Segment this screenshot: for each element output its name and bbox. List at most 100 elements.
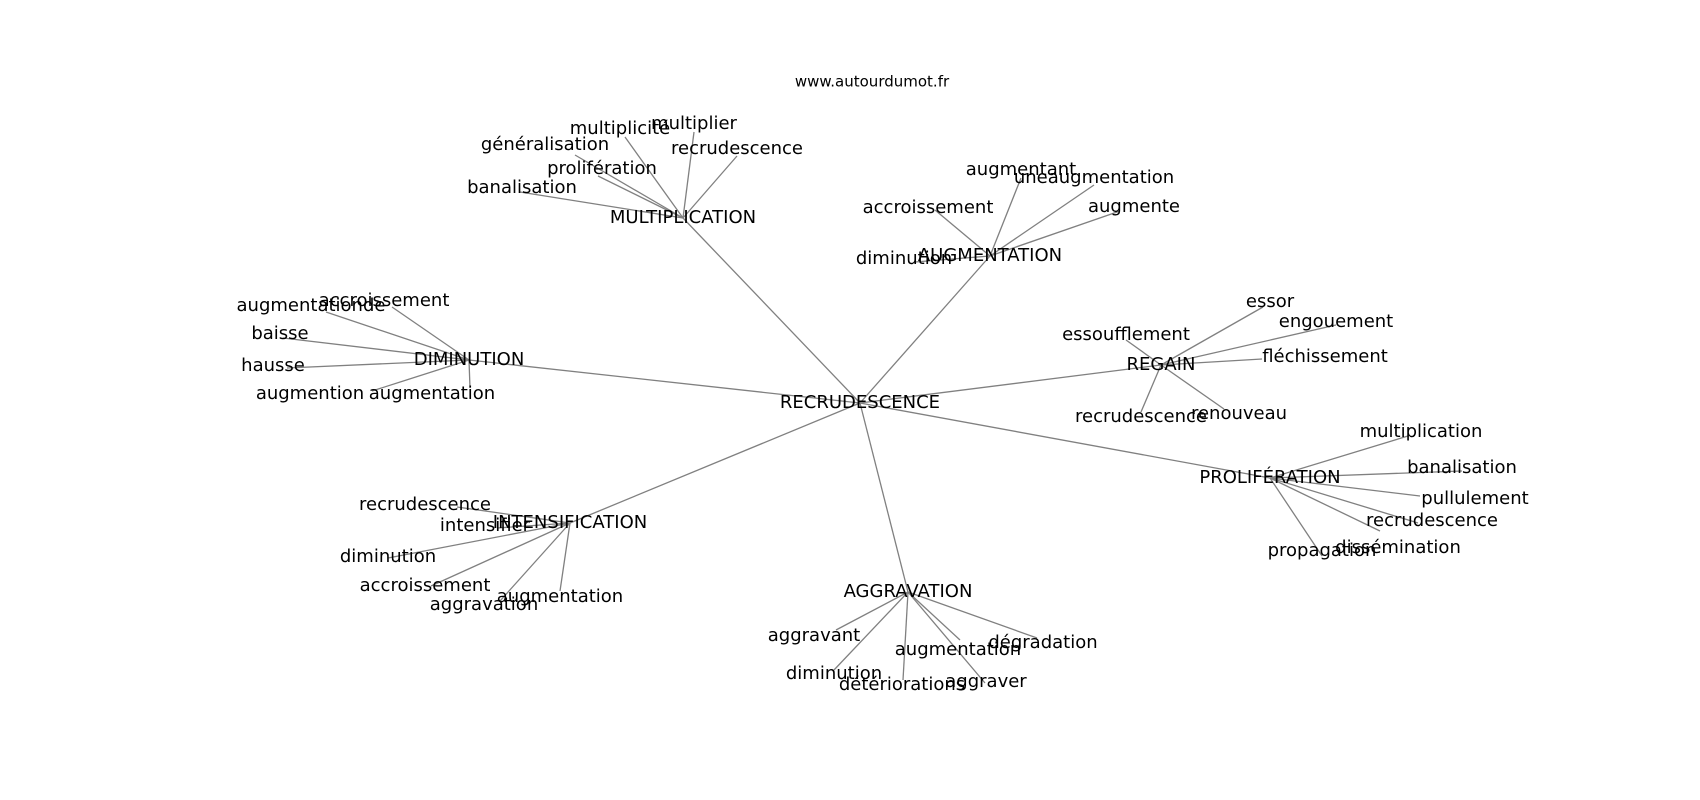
edge-diminution-leaf-2	[282, 337, 470, 361]
leaf-node[interactable]: uneaugmentation	[1014, 167, 1174, 188]
edge-intensification-leaf-0	[456, 506, 571, 524]
edge-proliferation-leaf-0	[1269, 435, 1409, 479]
leaf-node[interactable]: augmentation	[497, 586, 623, 607]
leaf-node[interactable]: engouement	[1279, 311, 1393, 332]
hub-node-multiplication[interactable]: MULTIPLICATION	[610, 207, 756, 228]
edge-aggravation-leaf-2	[907, 591, 961, 641]
leaf-node[interactable]: multiplication	[1360, 421, 1483, 442]
leaf-node[interactable]: augmentation	[369, 383, 495, 404]
leaf-node[interactable]: multiplier	[651, 113, 738, 134]
edge-augmentation-leaf-0	[989, 177, 1022, 257]
leaf-node[interactable]: accroissement	[360, 575, 491, 596]
edge-augmentation-leaf-2	[934, 209, 991, 257]
leaf-node[interactable]: diminution	[786, 663, 882, 684]
leaf-node[interactable]: renouveau	[1191, 403, 1287, 424]
edge-center-intensification	[569, 402, 861, 524]
leaf-node[interactable]: propagation	[1268, 540, 1377, 561]
leaf-node[interactable]: augmente	[1088, 196, 1180, 217]
edge-center-augmentation	[859, 255, 991, 404]
leaf-node[interactable]: hausse	[241, 355, 305, 376]
edge-aggravation-leaf-4	[902, 591, 909, 681]
edge-augmentation-leaf-1	[989, 184, 1095, 257]
edges	[282, 131, 1463, 684]
edge-proliferation-leaf-4	[1269, 477, 1323, 557]
leaf-node[interactable]: augmention	[256, 383, 364, 404]
leaf-node[interactable]: recrudescence	[671, 138, 803, 159]
edge-intensification-leaf-4	[499, 522, 571, 602]
edge-proliferation-leaf-3	[1269, 477, 1419, 524]
edge-augmentation-leaf-3	[989, 210, 1121, 257]
edge-multiplication-leaf-2	[682, 131, 695, 219]
leaf-node[interactable]: augmentation	[895, 639, 1021, 660]
edge-intensification-leaf-1	[496, 522, 571, 529]
leaf-node[interactable]: multiplicité	[570, 118, 670, 139]
hub-node-proliferation[interactable]: PROLIFÉRATION	[1199, 466, 1340, 488]
edge-multiplication-leaf-5	[519, 191, 684, 219]
leaf-node[interactable]: prolifération	[547, 158, 657, 179]
leaf-node[interactable]: diminution	[856, 248, 952, 269]
leaf-node[interactable]: accroissement	[863, 197, 994, 218]
leaf-node[interactable]: banalisation	[1407, 457, 1517, 478]
edge-center-aggravation	[859, 402, 909, 593]
edge-diminution-leaf-5	[468, 359, 471, 389]
leaf-node[interactable]: accroissement	[319, 290, 450, 311]
edge-aggravation-leaf-3	[833, 591, 909, 671]
edge-regain-leaf-0	[1160, 306, 1264, 366]
edge-proliferation-leaf-5	[1269, 477, 1381, 532]
edge-center-proliferation	[859, 402, 1271, 479]
leaf-node[interactable]: essoufflement	[1062, 324, 1190, 345]
edge-multiplication-leaf-0	[574, 154, 684, 219]
leaf-node[interactable]: aggravant	[768, 625, 860, 646]
leaf-node[interactable]: intensifier	[440, 515, 531, 536]
edge-multiplication-leaf-1	[624, 136, 684, 219]
leaf-node[interactable]: fléchissement	[1262, 346, 1388, 367]
hub-node-augmentation[interactable]: AUGMENTATION	[918, 245, 1062, 266]
edge-center-regain	[859, 364, 1162, 404]
hub-node-aggravation[interactable]: AGGRAVATION	[844, 581, 973, 602]
edge-multiplication-leaf-4	[597, 175, 684, 219]
edge-center-diminution	[468, 359, 861, 404]
leaf-node[interactable]: recrudescence	[1075, 406, 1207, 427]
leaf-node[interactable]: aggravation	[430, 594, 538, 615]
leaf-node[interactable]: dissémination	[1335, 537, 1461, 558]
edge-diminution-leaf-0	[391, 306, 470, 361]
edge-intensification-leaf-2	[387, 522, 571, 559]
leaf-node[interactable]: pullulement	[1421, 488, 1528, 509]
edge-regain-leaf-2	[1125, 339, 1162, 366]
watermark[interactable]: www.autourdumot.fr	[795, 73, 950, 91]
hub-node-diminution[interactable]: DIMINUTION	[414, 349, 525, 370]
leaf-node[interactable]: aggraver	[945, 671, 1027, 692]
leaf-node[interactable]: diminution	[340, 546, 436, 567]
edge-regain-leaf-4	[1140, 364, 1162, 413]
edge-aggravation-leaf-0	[835, 591, 909, 631]
edge-intensification-leaf-3	[430, 522, 571, 587]
hub-node-intensification[interactable]: INTENSIFICATION	[493, 512, 647, 533]
edge-center-multiplication	[682, 217, 861, 404]
leaf-node[interactable]: augmentant	[966, 159, 1076, 180]
edge-intensification-leaf-5	[559, 522, 571, 592]
edge-diminution-leaf-3	[286, 359, 470, 369]
leaf-node[interactable]: banalisation	[467, 177, 577, 198]
edge-regain-leaf-3	[1160, 358, 1263, 366]
edge-diminution-leaf-1	[325, 311, 470, 361]
leaf-node[interactable]: détériorations	[839, 674, 965, 695]
leaf-node[interactable]: recrudescence	[359, 494, 491, 515]
edge-aggravation-leaf-5	[907, 591, 986, 684]
leaf-node[interactable]: augmentationde	[237, 295, 386, 316]
leaf-node[interactable]: essor	[1246, 291, 1295, 312]
edge-multiplication-leaf-3	[682, 155, 738, 219]
edge-augmentation-leaf-4	[914, 255, 991, 263]
labels: www.autourdumot.fr généralisationmultipl…	[237, 73, 1529, 696]
edge-aggravation-leaf-1	[907, 591, 1038, 639]
leaf-node[interactable]: recrudescence	[1366, 510, 1498, 531]
edge-diminution-leaf-4	[371, 359, 470, 392]
edge-proliferation-leaf-1	[1269, 470, 1463, 479]
leaf-node[interactable]: généralisation	[481, 134, 609, 155]
edge-regain-leaf-5	[1160, 364, 1225, 410]
center-node[interactable]: RECRUDESCENCE	[780, 392, 940, 413]
hub-node-regain[interactable]: REGAIN	[1127, 354, 1196, 375]
edge-proliferation-leaf-2	[1269, 477, 1421, 497]
leaf-node[interactable]: dégradation	[988, 632, 1097, 653]
leaf-node[interactable]: baisse	[251, 323, 308, 344]
